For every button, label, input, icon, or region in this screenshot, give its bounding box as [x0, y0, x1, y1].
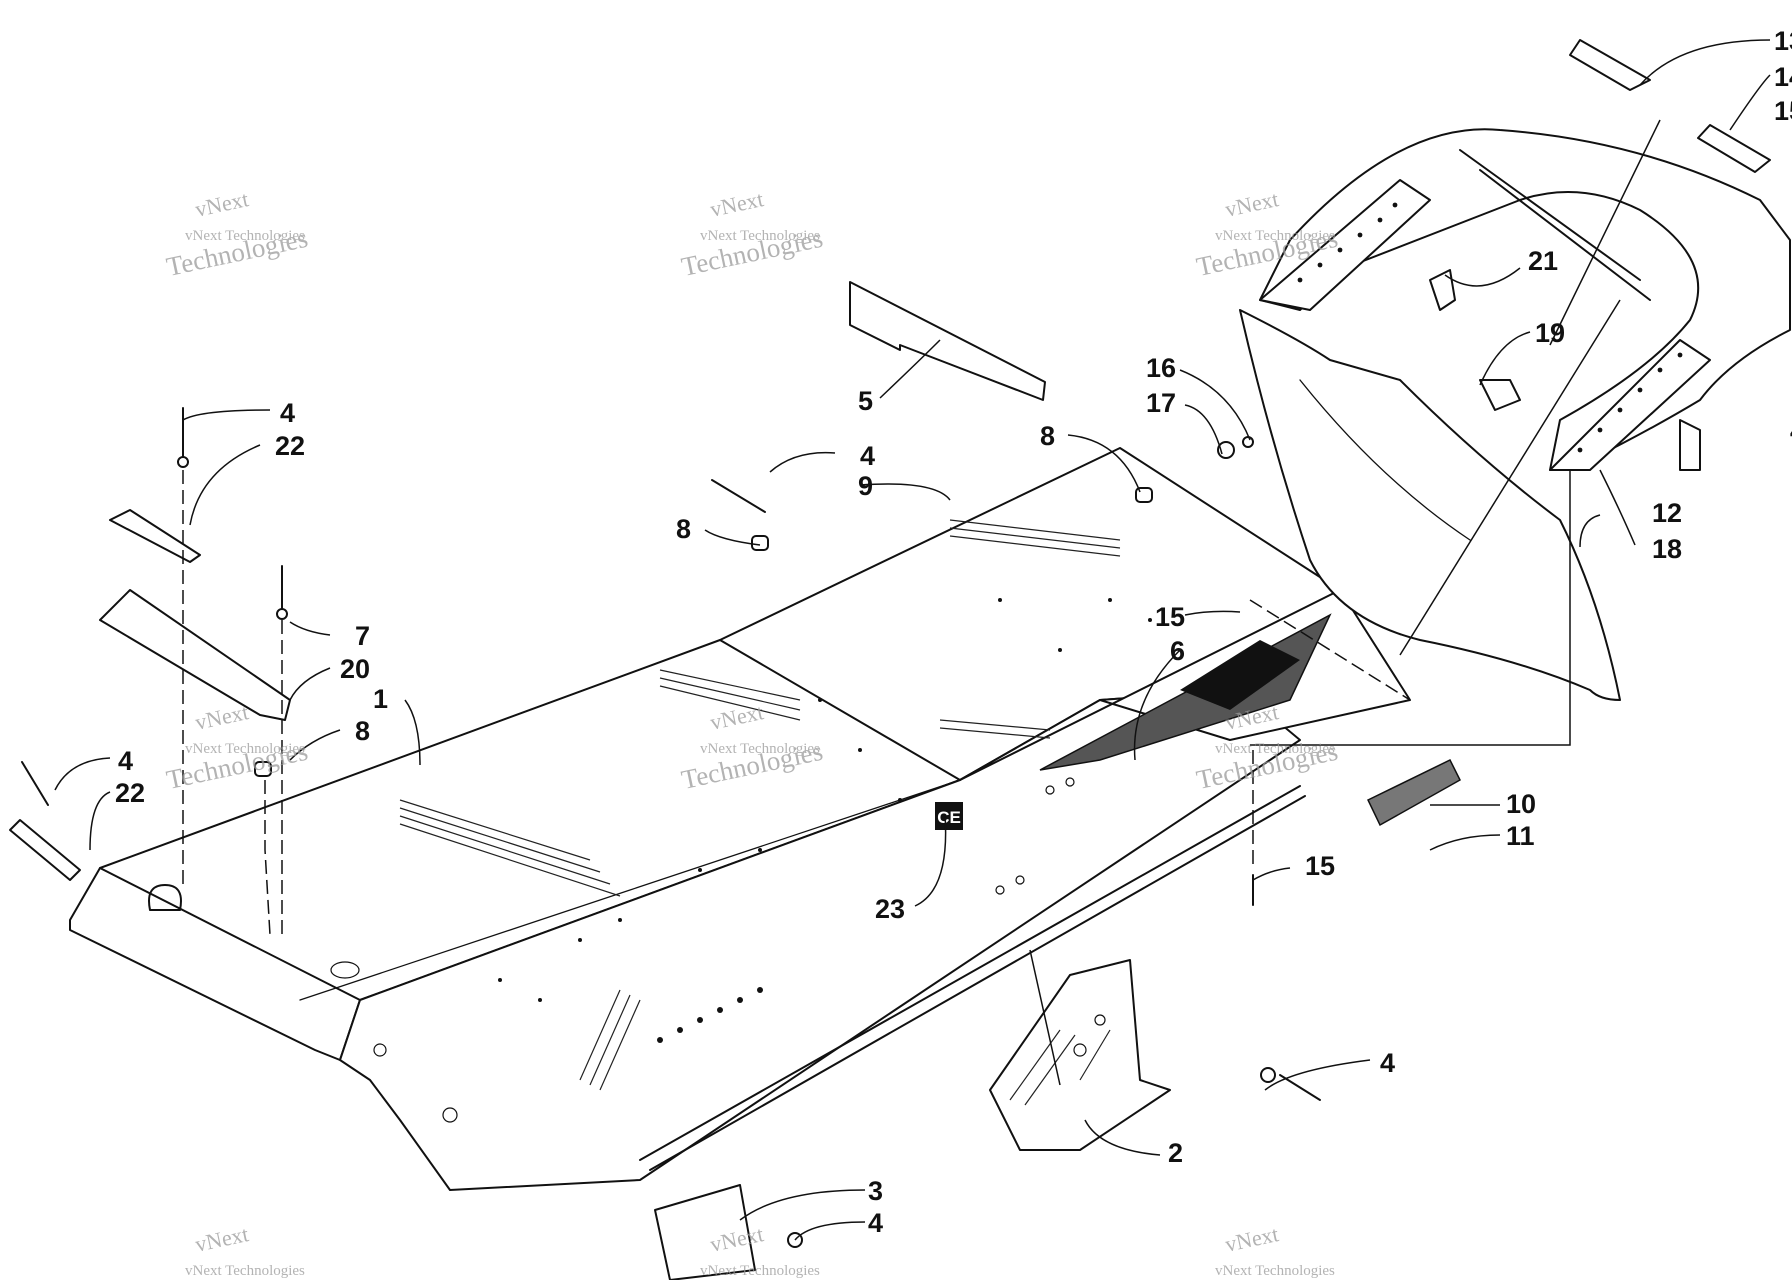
callout-4-a: 4 [280, 398, 295, 428]
callout-8-b: 8 [676, 514, 691, 544]
callout-15-b: 15 [1305, 851, 1335, 881]
callout-16: 16 [1146, 353, 1176, 383]
callout-10: 10 [1506, 789, 1536, 819]
callout-2: 2 [1168, 1138, 1183, 1168]
callout-1: 1 [373, 684, 388, 714]
callout-8-a: 8 [355, 716, 370, 746]
callout-labels: 1 2 3 4 4 4 4 4 4 5 6 7 8 8 8 9 10 11 12… [115, 26, 1792, 1238]
watermark-vnext: vNext [193, 1221, 251, 1257]
rear-bumper [1217, 39, 1791, 701]
watermark-company: vNext Technologies [185, 741, 305, 757]
callout-4-f: 4 [1790, 416, 1792, 446]
callout-4-b: 4 [118, 746, 133, 776]
callout-11: 11 [1506, 821, 1535, 851]
watermark-company: vNext Technologies [1215, 1263, 1335, 1279]
callout-14: 14 [1774, 62, 1792, 92]
callout-20: 20 [340, 654, 370, 684]
watermark-vnext: vNext [708, 186, 766, 222]
callout-18: 18 [1652, 534, 1682, 564]
callout-9: 9 [858, 471, 873, 501]
watermark-company: vNext Technologies [185, 228, 305, 244]
watermark-vnext: vNext [193, 186, 251, 222]
callout-4-d: 4 [1380, 1048, 1395, 1078]
callout-3: 3 [868, 1176, 883, 1206]
callout-4-c: 4 [860, 441, 875, 471]
callout-23: 23 [875, 894, 905, 924]
loose-parts: CE [9, 281, 1461, 1280]
callout-13: 13 [1774, 26, 1792, 56]
callout-19: 19 [1535, 318, 1565, 348]
watermark-company: vNext Technologies [1215, 741, 1335, 757]
callout-22-a: 22 [275, 431, 305, 461]
leader-lines [54, 39, 1771, 1241]
callout-22-b: 22 [115, 778, 145, 808]
callout-5: 5 [858, 386, 873, 416]
watermark-company: vNext Technologies [1215, 228, 1335, 244]
watermark-company: vNext Technologies [700, 1263, 820, 1279]
callout-15-c: 15 [1774, 96, 1792, 126]
watermark-vnext: vNext [1223, 186, 1281, 222]
watermark-company: vNext Technologies [700, 228, 820, 244]
watermark-company: vNext Technologies [700, 741, 820, 757]
callout-12: 12 [1652, 498, 1682, 528]
callout-8-c: 8 [1040, 421, 1055, 451]
tunnel-body [69, 447, 1411, 1191]
watermark-company: vNext Technologies [185, 1263, 305, 1279]
ce-mark: CE [937, 808, 961, 827]
watermark-vnext: vNext [193, 699, 251, 735]
callout-6: 6 [1170, 636, 1185, 666]
watermark-vnext: vNext [1223, 1221, 1281, 1257]
callout-4-e: 4 [868, 1208, 883, 1238]
callout-7: 7 [355, 621, 370, 651]
callout-21: 21 [1528, 246, 1558, 276]
callout-17: 17 [1146, 388, 1176, 418]
callout-15-a: 15 [1155, 602, 1185, 632]
